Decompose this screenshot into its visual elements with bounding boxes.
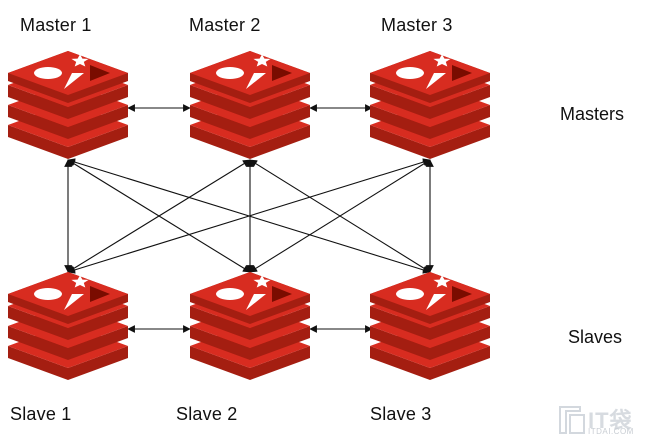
redis-logo-icon — [8, 51, 128, 159]
masters-row-label: Masters — [560, 104, 625, 124]
node-s1 — [8, 272, 128, 380]
edge-m3-s2 — [249, 159, 431, 273]
redis-logo-icon — [190, 51, 310, 159]
node-s3 — [370, 272, 490, 380]
redis-logo-icon — [190, 272, 310, 380]
slave-1-label: Slave 1 — [10, 404, 72, 424]
edges-layer — [64, 104, 434, 333]
master-3-label: Master 3 — [381, 15, 453, 35]
slave-2-label: Slave 2 — [176, 404, 238, 424]
master-2-label: Master 2 — [189, 15, 261, 35]
node-m2 — [190, 51, 310, 159]
node-m1 — [8, 51, 128, 159]
redis-logo-icon — [370, 272, 490, 380]
node-m3 — [370, 51, 490, 159]
nodes-layer — [8, 51, 490, 380]
master-1-label: Master 1 — [20, 15, 92, 35]
watermark-logo: IT袋 ITDAI.COM — [558, 403, 646, 439]
node-s2 — [190, 272, 310, 380]
slaves-row-label: Slaves — [568, 327, 623, 347]
watermark-icon — [559, 406, 585, 434]
watermark-brand: IT袋 — [588, 408, 633, 433]
redis-logo-icon — [8, 272, 128, 380]
watermark-domain: ITDAI.COM — [588, 427, 634, 436]
redis-logo-icon — [370, 51, 490, 159]
slave-3-label: Slave 3 — [370, 404, 432, 424]
